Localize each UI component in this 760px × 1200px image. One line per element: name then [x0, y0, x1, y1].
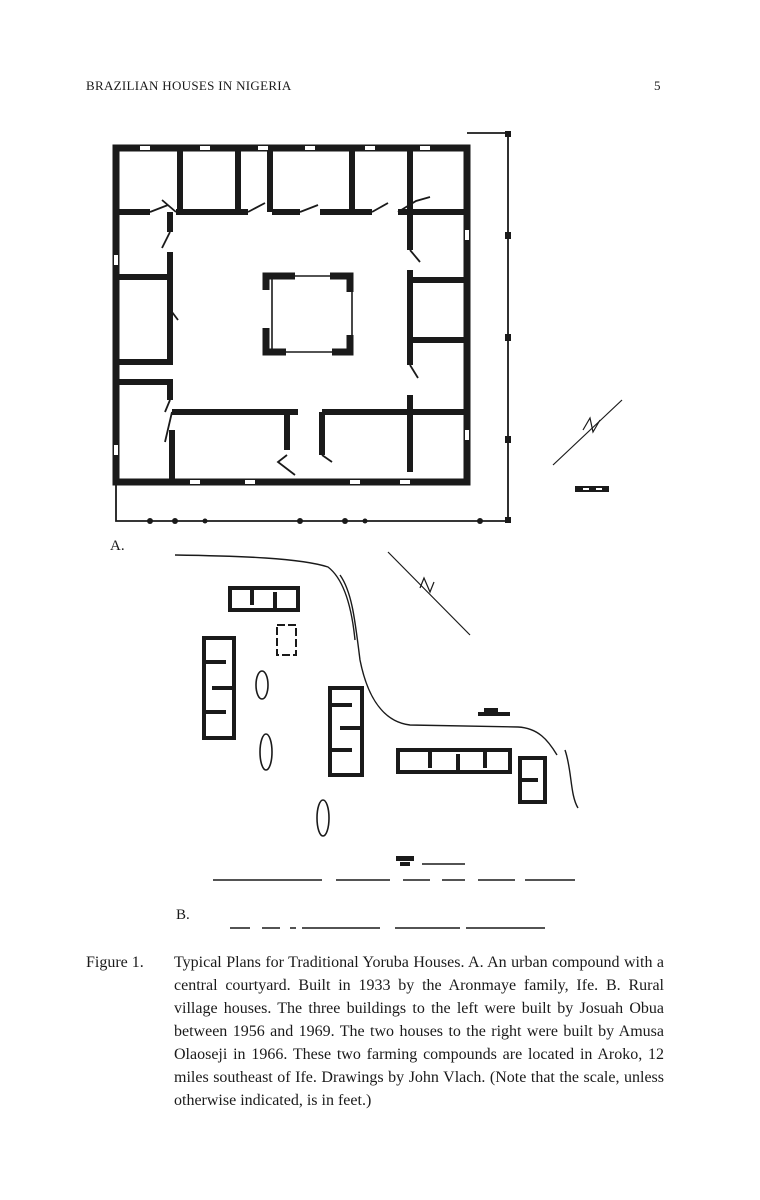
plan-b-path [174, 554, 579, 809]
plan-a-courtyard [262, 272, 354, 356]
plan-b-building-2 [202, 636, 236, 740]
plan-b-label: B. [176, 907, 190, 923]
plan-a-label: A. [110, 538, 125, 554]
running-head: BRAZILIAN HOUSES IN NIGERIA [86, 78, 292, 93]
plan-a-fence-posts [147, 131, 511, 524]
plan-a [112, 131, 511, 524]
plan-b-boundary-lines [213, 879, 575, 929]
north-arrow-b [387, 551, 471, 636]
plan-a-doors [149, 196, 431, 476]
plan-b-building-3 [328, 686, 364, 777]
figure-drawing [112, 131, 623, 929]
page-number: 5 [654, 78, 661, 93]
caption-text: Typical Plans for Traditional Yoruba Hou… [174, 954, 664, 1109]
plan-b-ovals [255, 670, 330, 837]
scale-bar-a [575, 486, 609, 492]
plan-a-inner-walls [116, 148, 467, 480]
plan-b-granary [276, 624, 297, 656]
caption-number: Figure 1. [86, 954, 144, 971]
plan-b [174, 554, 579, 929]
north-arrow-a [552, 399, 623, 466]
plan-b-building-5 [518, 756, 547, 804]
plan-b-small-objects [396, 708, 510, 866]
plan-b-building-4 [396, 748, 512, 774]
plan-b-building-1 [228, 586, 300, 612]
plan-a-windows [114, 146, 469, 484]
